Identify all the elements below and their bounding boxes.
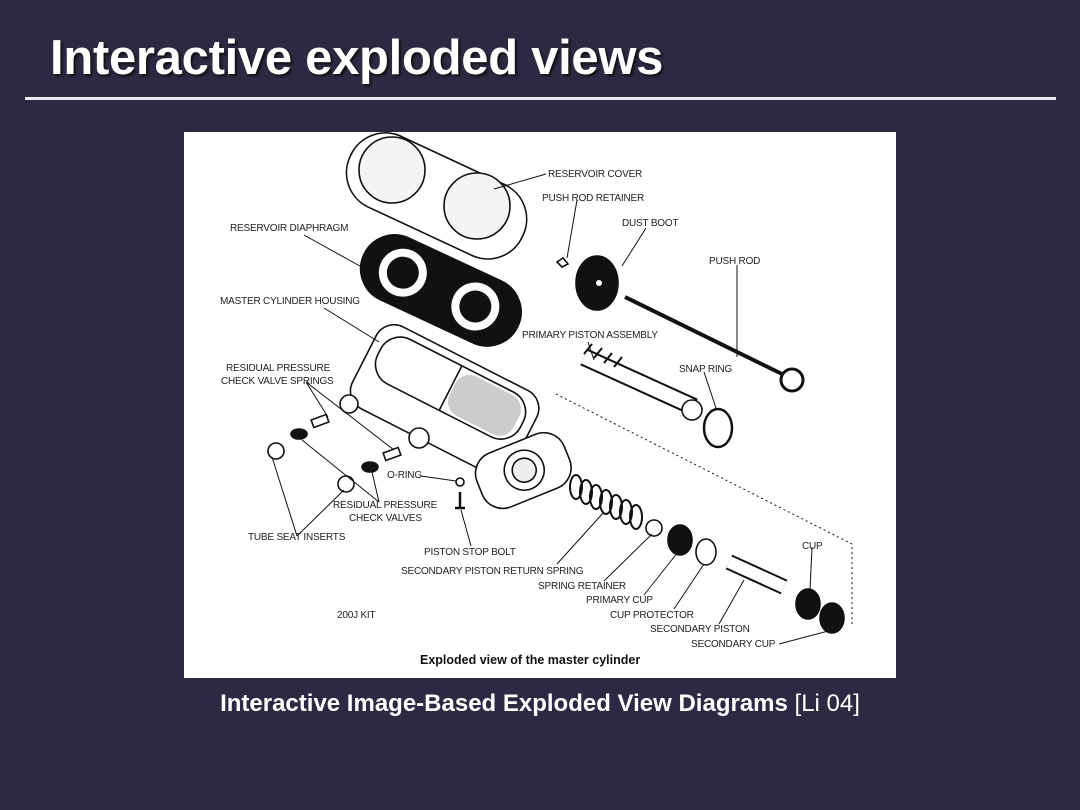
label-kit-number: 200J KIT	[337, 610, 376, 621]
label-tube-seat-inserts: TUBE SEAT INSERTS	[248, 532, 346, 543]
check-valve	[290, 428, 308, 440]
label-o-ring: O-RING	[387, 470, 422, 481]
label-cup: CUP	[802, 541, 823, 552]
label-spring-retainer: SPRING RETAINER	[538, 581, 626, 592]
label-residual-pressure-springs-line1: RESIDUAL PRESSURE	[226, 363, 331, 374]
o-ring	[455, 477, 465, 487]
reservoir-cover-dome	[358, 136, 426, 204]
caption-reference: [Li 04]	[794, 690, 860, 717]
label-push-rod-retainer: PUSH ROD RETAINER	[542, 193, 644, 204]
housing-flange	[474, 431, 572, 510]
secondary-piston	[725, 554, 788, 595]
label-secondary-piston: SECONDARY PISTON	[650, 624, 750, 635]
label-residual-pressure-valves-line2: CHECK VALVES	[349, 513, 422, 524]
piston-stop-bolt	[455, 492, 465, 510]
snap-ring	[702, 407, 734, 449]
push-rod	[624, 295, 783, 376]
label-reservoir-cover: RESERVOIR COVER	[548, 169, 643, 180]
label-residual-pressure-springs-line2: CHECK VALVE SPRINGS	[221, 376, 334, 387]
secondary-cup	[819, 602, 845, 634]
label-piston-stop-bolt: PISTON STOP BOLT	[424, 547, 516, 558]
cup	[795, 588, 821, 620]
label-master-cylinder-housing: MASTER CYLINDER HOUSING	[220, 296, 360, 307]
check-valve-spring	[310, 413, 330, 429]
label-primary-piston-assembly: PRIMARY PISTON ASSEMBLY	[522, 330, 658, 341]
reservoir-cover-dome	[443, 172, 511, 240]
label-secondary-cup: SECONDARY CUP	[691, 639, 776, 650]
label-secondary-piston-return-spring: SECONDARY PISTON RETURN SPRING	[401, 566, 584, 577]
label-cup-protector: CUP PROTECTOR	[610, 610, 694, 621]
cup-protector	[695, 538, 717, 566]
spring-retainer	[645, 519, 663, 537]
secondary-piston-return-spring	[569, 474, 643, 530]
tube-seat-insert	[267, 442, 285, 460]
tube-seat-insert	[337, 475, 355, 493]
reservoir-diaphragm	[359, 234, 522, 347]
master-cylinder-drawing	[267, 132, 853, 645]
push-rod-retainer	[555, 256, 570, 268]
label-primary-cup: PRIMARY CUP	[586, 595, 653, 606]
title-divider	[25, 97, 1056, 100]
figure-caption: Exploded view of the master cylinder	[420, 653, 641, 667]
assembly-guide-line	[555, 393, 853, 624]
slide-caption: Interactive Image-Based Exploded View Di…	[0, 690, 1080, 718]
label-snap-ring: SNAP RING	[679, 364, 733, 375]
caption-title: Interactive Image-Based Exploded View Di…	[220, 690, 788, 717]
exploded-view-diagram: RESERVOIR COVER PUSH ROD RETAINER DUST B…	[184, 132, 896, 678]
label-reservoir-diaphragm: RESERVOIR DIAPHRAGM	[230, 223, 349, 234]
push-rod-eye	[779, 367, 805, 393]
label-dust-boot: DUST BOOT	[622, 218, 679, 229]
slide-title: Interactive exploded views	[50, 31, 664, 85]
check-valve-spring	[382, 446, 402, 462]
label-residual-pressure-valves-line1: RESIDUAL PRESSURE	[333, 500, 438, 511]
label-push-rod: PUSH ROD	[709, 256, 761, 267]
primary-piston-assembly	[580, 343, 703, 421]
check-valve	[361, 461, 379, 473]
primary-cup	[667, 524, 693, 556]
